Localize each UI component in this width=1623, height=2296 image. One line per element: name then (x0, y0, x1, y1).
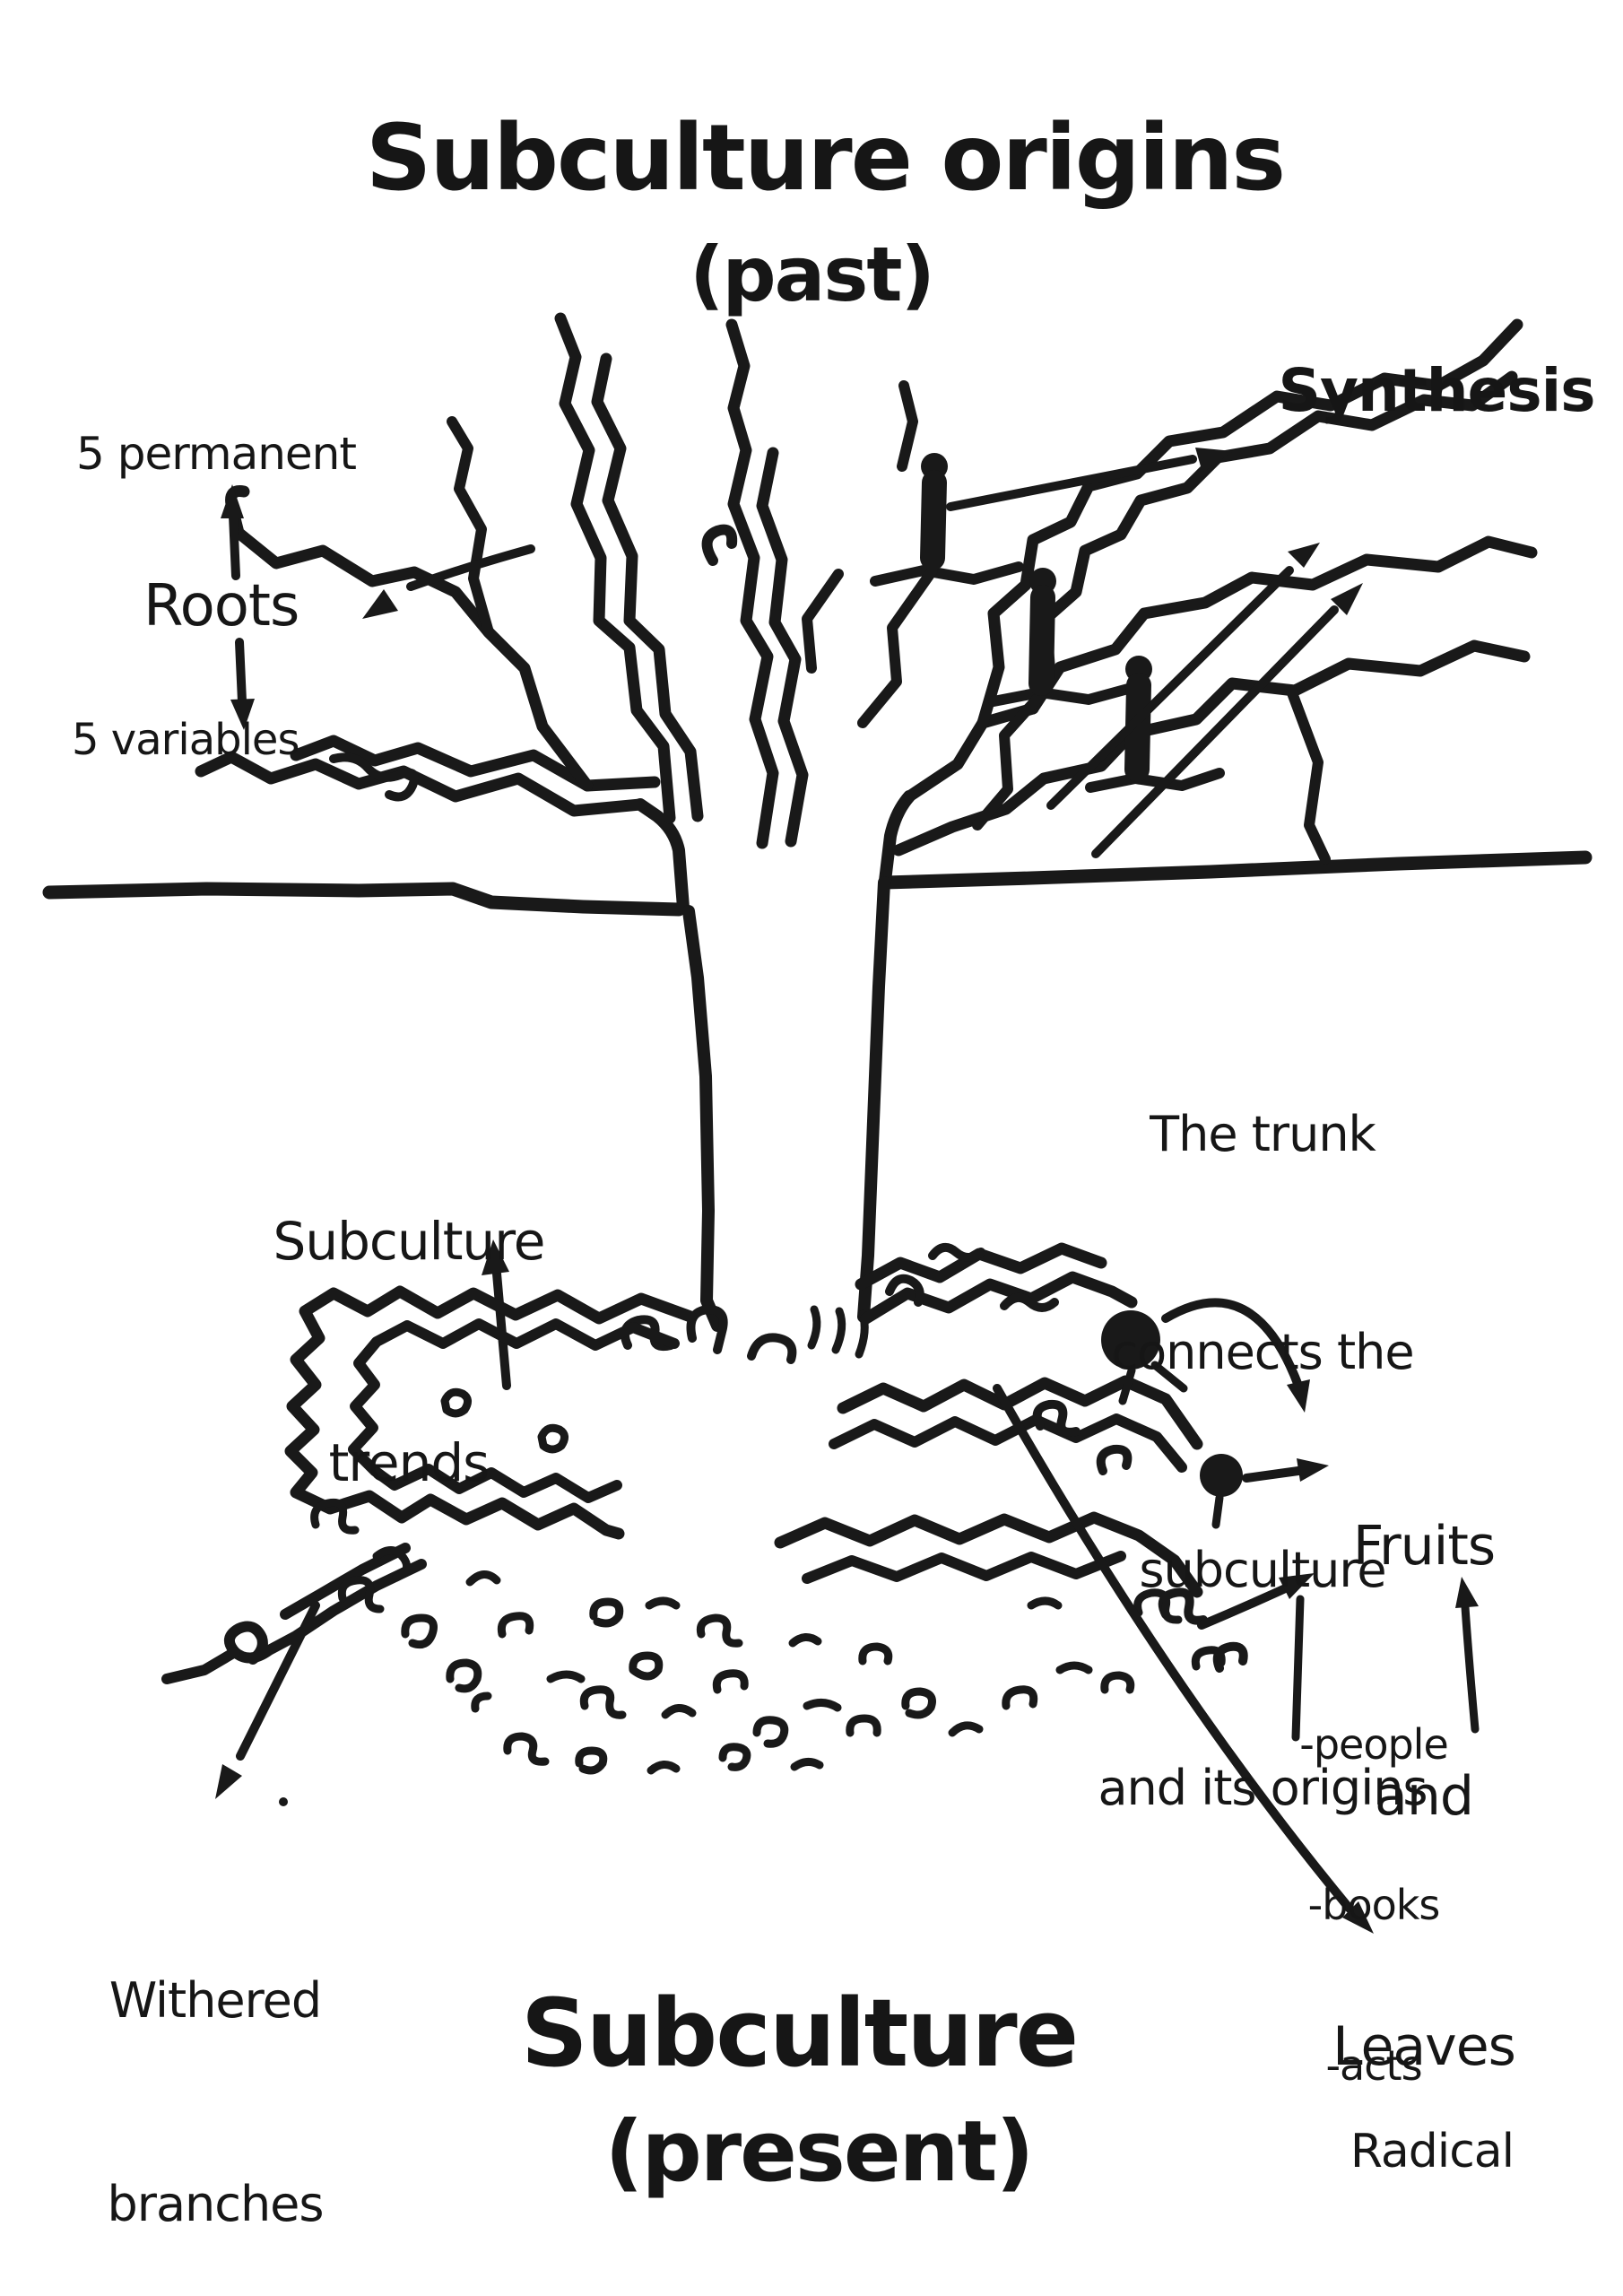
variables-connector-squiggle (329, 752, 420, 802)
synthesis-label: Synthesis (1278, 356, 1595, 425)
outputs-up-arrow-icon (1455, 1577, 1480, 1734)
synthesis-arrow-icon (1091, 583, 1363, 858)
synthesis-arrow-icon (946, 448, 1233, 511)
trends-line: Subculture (273, 1210, 546, 1272)
withered-label: Withered branches (107, 1831, 324, 2296)
withered-line: branches (107, 2175, 324, 2232)
withered-arrow-icon (215, 1601, 320, 1799)
stick-figure-icon (1028, 568, 1056, 696)
ground-line (42, 850, 1593, 917)
fruits-label: Fruits and Leaves (1332, 1338, 1516, 2256)
radical-label: Radical element (1339, 1971, 1524, 2296)
stick-figure-icon (920, 453, 948, 570)
present-title: Subculture (520, 1979, 1079, 2088)
fruit-icon (1200, 1454, 1243, 1529)
radical-line: Radical (1350, 2125, 1515, 2179)
up-arrow-icon (221, 484, 244, 580)
radical-arrow-icon (993, 1384, 1374, 1934)
trends-label: Subculture trends (273, 1057, 546, 1648)
diagram-subtitle: (past) (690, 230, 935, 318)
trunk-note-line: The trunk (1150, 1106, 1376, 1162)
fruits-arrow-icon (1161, 1298, 1310, 1413)
trunk-note-line: subculture (1139, 1542, 1386, 1598)
present-subtitle: (present) (604, 2103, 1035, 2201)
stick-figure-icon (1124, 656, 1152, 782)
trunk-note: The trunk connects the subculture and it… (1098, 952, 1428, 1970)
diagram-title: Subculture origins (365, 105, 1286, 212)
roots-label: Roots (143, 573, 299, 639)
variables-label: 5 variables (72, 715, 299, 765)
outputs-line: -books (1307, 1880, 1441, 1929)
fruit2-arrow-icon (1242, 1458, 1329, 1483)
outputs-arrow-icon (1197, 1573, 1315, 1630)
root-mass-sketch (161, 1242, 1248, 1806)
trends-arrow-icon (482, 1239, 511, 1390)
outputs-label: -people -books -acts (1299, 1611, 1449, 2201)
fruits-line: Leaves (1332, 2015, 1516, 2078)
debris-marks (310, 1498, 1226, 1775)
trends-line: trends (328, 1431, 490, 1493)
roots-arrow-icon (362, 544, 535, 619)
trunk-note-line: and its origins (1098, 1760, 1428, 1816)
down-arrow-icon (230, 638, 255, 730)
outputs-line: -acts (1325, 2041, 1422, 2091)
outputs-bracket-line (1291, 1595, 1305, 1742)
permanent-label: 5 permanent (76, 428, 357, 480)
outputs-line: -people (1299, 1719, 1449, 1769)
withered-line: Withered (108, 1972, 322, 2030)
synthesis-arrow-icon (1046, 543, 1320, 810)
fruits-line: and (1375, 1765, 1474, 1828)
trunk-note-line: connects the (1111, 1324, 1414, 1380)
fruit-icon (1101, 1310, 1188, 1405)
fruits-line: Fruits (1352, 1515, 1496, 1578)
